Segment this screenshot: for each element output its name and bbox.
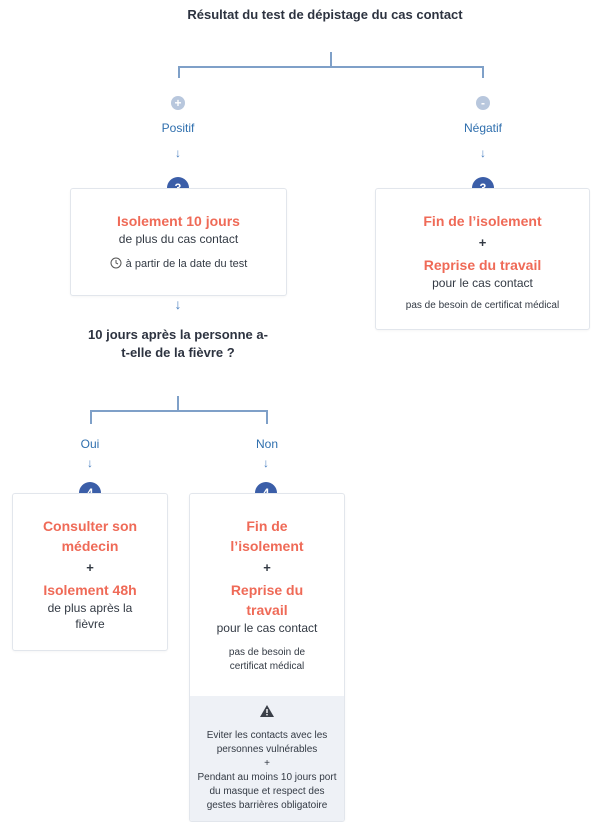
plus-sign: + xyxy=(86,560,94,575)
card-heading: Isolement 10 jours xyxy=(117,213,240,229)
positive-label: Positif xyxy=(161,121,195,135)
card-subtext: pour le cas contact xyxy=(432,276,533,290)
arrow-down-icon: ↓ xyxy=(175,146,181,160)
fever-question: 10 jours après la personne a-t-elle de l… xyxy=(88,327,268,360)
connector-line xyxy=(90,410,268,412)
connector-line xyxy=(90,410,92,424)
arrow-down-icon: ↓ xyxy=(480,146,486,160)
negative-card: Fin de l’isolement + Reprise du travail … xyxy=(375,188,590,330)
connector-line xyxy=(178,66,484,68)
connector-line xyxy=(266,410,268,424)
card-heading: Consulter son médecin xyxy=(42,518,138,554)
warning-plus: + xyxy=(264,758,270,769)
yes-label: Oui xyxy=(80,437,100,451)
connector-line xyxy=(177,396,179,410)
warning-line-1: Eviter les contacts avec les personnes v… xyxy=(206,730,328,755)
no-card: Fin de l’isolement + Reprise du travail … xyxy=(189,493,345,822)
warning-line-2: Pendant au moins 10 jours port du masque… xyxy=(197,772,337,811)
plus-sign: + xyxy=(263,560,271,575)
diagram-title: Résultat du test de dépistage du cas con… xyxy=(187,7,463,22)
card-note: à partir de la date du test xyxy=(71,257,286,273)
warning-icon xyxy=(190,704,344,723)
arrow-down-icon: ↓ xyxy=(87,456,93,470)
arrow-down-icon: ↓ xyxy=(174,296,182,312)
connector-line xyxy=(482,66,484,78)
clock-icon xyxy=(110,257,122,273)
arrow-down-icon: ↓ xyxy=(263,456,269,470)
card-heading-2: Isolement 48h xyxy=(43,582,137,598)
card-note: pas de besoin de certificat médical xyxy=(228,647,306,672)
card-heading-2: Reprise du travail xyxy=(423,257,542,273)
date-note: à partir de la date du test xyxy=(125,258,248,270)
plus-icon: + xyxy=(171,96,185,110)
plus-sign: + xyxy=(478,235,487,250)
yes-card: Consulter son médecin + Isolement 48h de… xyxy=(12,493,168,651)
connector-line xyxy=(330,52,332,66)
minus-icon: - xyxy=(476,96,490,110)
card-heading-2: Reprise du travail xyxy=(230,582,304,618)
card-note: pas de besoin de certificat médical xyxy=(405,300,560,311)
card-subtext: pour le cas contact xyxy=(216,621,318,635)
no-label: Non xyxy=(255,437,278,451)
card-subtext: de plus du cas contact xyxy=(118,232,239,246)
card-heading: Fin de l’isolement xyxy=(230,518,304,554)
negative-label: Négatif xyxy=(463,121,503,135)
card-heading: Fin de l’isolement xyxy=(423,213,542,229)
connector-line xyxy=(178,66,180,78)
positive-card: Isolement 10 jours de plus du cas contac… xyxy=(70,188,287,296)
warning-box: Eviter les contacts avec les personnes v… xyxy=(190,696,344,821)
card-subtext: de plus après la fièvre xyxy=(47,601,133,631)
